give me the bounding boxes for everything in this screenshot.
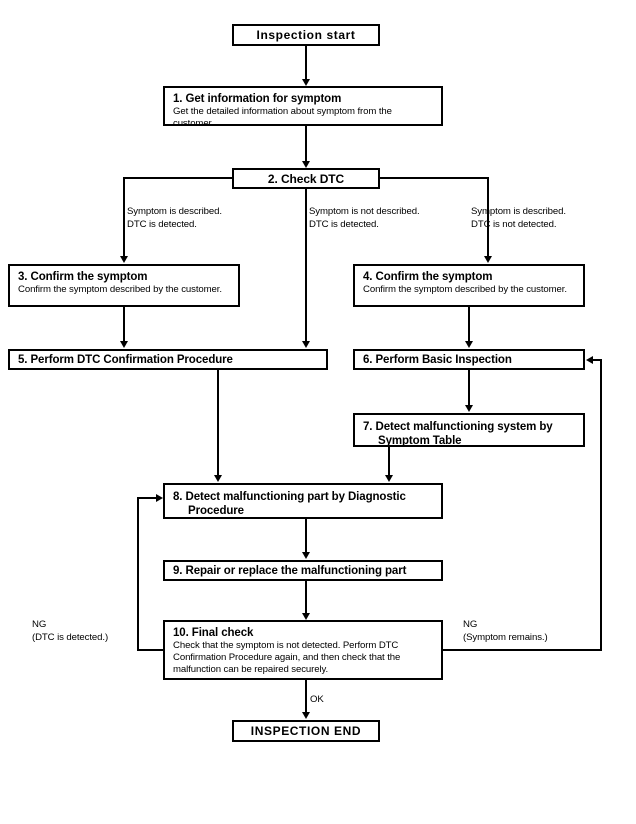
- node-2-title: 2. Check DTC: [267, 171, 345, 186]
- arrowhead-3-to-5: [120, 341, 128, 348]
- arrowhead-6-to-7: [465, 405, 473, 412]
- arrowhead-branch-middle-to-5: [302, 341, 310, 348]
- connector-4-to-6: [468, 307, 470, 341]
- arrowhead-1-to-2: [302, 161, 310, 168]
- arrowhead-ng-right-to-6: [586, 356, 593, 364]
- edge-label-branch-middle: Symptom is not described. DTC is detecte…: [309, 206, 420, 230]
- connector-2-branch-right-bus: [378, 177, 488, 179]
- connector-ng-right-in: [593, 359, 602, 361]
- arrowhead-branch-right-to-4: [484, 256, 492, 263]
- connector-1-to-2: [305, 126, 307, 161]
- node-2-check-dtc[interactable]: 2. Check DTC: [232, 168, 380, 189]
- node-inspection-start[interactable]: Inspection start: [232, 24, 380, 46]
- node-3-title: 3. Confirm the symptom: [18, 271, 148, 283]
- node-8-detect-malfunctioning-part[interactable]: 8. Detect malfunctioning part by Diagnos…: [163, 483, 443, 519]
- connector-ng-left-in: [137, 497, 156, 499]
- edge-label-branch-right: Symptom is described. DTC is not detecte…: [471, 206, 566, 230]
- connector-8-to-9: [305, 519, 307, 552]
- connector-branch-middle-down: [305, 189, 307, 341]
- node-9-title: 9. Repair or replace the malfunctioning …: [173, 564, 407, 577]
- connector-5-to-8: [217, 370, 219, 475]
- arrowhead-10-to-end: [302, 712, 310, 719]
- node-3-confirm-the-symptom[interactable]: 3. Confirm the symptom Confirm the sympt…: [8, 264, 240, 307]
- connector-2-branch-left-bus: [123, 177, 234, 179]
- connector-start-to-1: [305, 46, 307, 79]
- connector-ng-right-up: [600, 359, 602, 650]
- connector-branch-right-down: [487, 177, 489, 256]
- node-1-body: Get the detailed information about sympt…: [173, 106, 392, 129]
- node-inspection-end-label: INSPECTION END: [250, 724, 362, 738]
- connector-3-to-5: [123, 307, 125, 341]
- node-10-title: 10. Final check: [173, 627, 254, 639]
- node-inspection-end[interactable]: INSPECTION END: [232, 720, 380, 742]
- arrowhead-start-to-1: [302, 79, 310, 86]
- node-7-detect-malfunctioning-system[interactable]: 7. Detect malfunctioning system by Sympt…: [353, 413, 585, 447]
- connector-ng-left-out: [137, 649, 165, 651]
- edge-label-ng-right: NG (Symptom remains.): [463, 619, 548, 643]
- arrowhead-7-to-8: [385, 475, 393, 482]
- node-6-perform-basic-inspection[interactable]: 6. Perform Basic Inspection: [353, 349, 585, 370]
- edge-label-ng-left: NG (DTC is detected.): [32, 619, 109, 643]
- arrowhead-9-to-10: [302, 613, 310, 620]
- node-inspection-start-label: Inspection start: [256, 28, 356, 42]
- arrowhead-5-to-8: [214, 475, 222, 482]
- connector-9-to-10: [305, 581, 307, 613]
- node-7-title: 7. Detect malfunctioning system by Sympt…: [363, 421, 553, 447]
- arrowhead-branch-left-to-3: [120, 256, 128, 263]
- node-3-body: Confirm the symptom described by the cus…: [18, 284, 222, 295]
- node-4-title: 4. Confirm the symptom: [363, 271, 493, 283]
- arrowhead-ng-left-to-8: [156, 494, 163, 502]
- edge-label-ok: OK: [310, 694, 324, 705]
- connector-6-to-7: [468, 370, 470, 405]
- node-8-title: 8. Detect malfunctioning part by Diagnos…: [173, 491, 406, 517]
- connector-ng-left-up: [137, 497, 139, 649]
- connector-branch-left-down: [123, 177, 125, 256]
- connector-10-to-end: [305, 680, 307, 712]
- connector-ng-right-out: [441, 649, 602, 651]
- node-5-title: 5. Perform DTC Confirmation Procedure: [18, 353, 233, 366]
- node-5-perform-dtc-confirmation-procedure[interactable]: 5. Perform DTC Confirmation Procedure: [8, 349, 328, 370]
- node-10-body: Check that the symptom is not detected. …: [173, 640, 401, 675]
- node-1-title: 1. Get information for symptom: [173, 93, 342, 105]
- node-10-final-check[interactable]: 10. Final check Check that the symptom i…: [163, 620, 443, 680]
- node-1-get-information-for-symptom[interactable]: 1. Get information for symptom Get the d…: [163, 86, 443, 129]
- arrowhead-8-to-9: [302, 552, 310, 559]
- connector-7-to-8: [388, 447, 390, 475]
- edge-label-branch-left: Symptom is described. DTC is detected.: [127, 206, 222, 230]
- arrowhead-4-to-6: [465, 341, 473, 348]
- node-6-title: 6. Perform Basic Inspection: [363, 353, 512, 366]
- node-4-body: Confirm the symptom described by the cus…: [363, 284, 567, 295]
- node-9-repair-or-replace[interactable]: 9. Repair or replace the malfunctioning …: [163, 560, 443, 581]
- node-4-confirm-the-symptom[interactable]: 4. Confirm the symptom Confirm the sympt…: [353, 264, 585, 307]
